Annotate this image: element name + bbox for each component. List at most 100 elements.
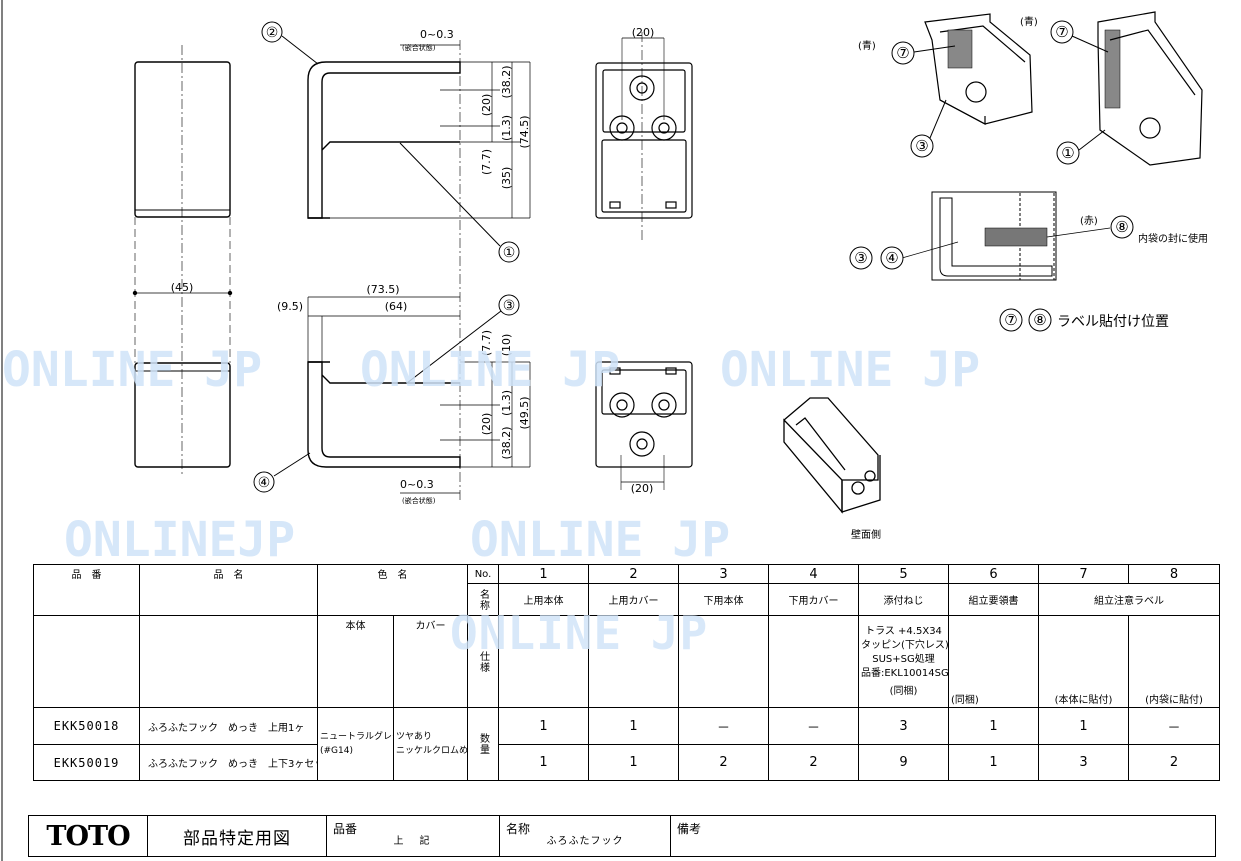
row1-code: EKK50018 [33, 707, 140, 745]
balloon-3c: ③ [854, 249, 867, 267]
row2-q6: 1 [948, 744, 1039, 781]
watermark-5: ONLINE JP [470, 512, 730, 568]
dim-38-2a: (38.2) [500, 65, 513, 98]
balloon-2: ② [266, 25, 279, 41]
name-5: 添付ねじ [858, 583, 949, 616]
header-row-numbers: 品 番 品 名 色 名 No. 1 2 3 4 5 6 7 8 [33, 564, 1220, 616]
header-no: No. [467, 564, 499, 584]
row2-q5: 9 [858, 744, 949, 781]
table-row: EKK50019 ふろふたフック めっき 上下3ヶセット 1 1 2 2 9 1… [33, 744, 1220, 781]
color-body: ニュートラルグレー (#G14) [317, 707, 394, 781]
drawing-title: 部品特定用図 [148, 816, 327, 856]
row1-q4: － [768, 707, 859, 745]
row2-name: ふろふたフック めっき 上下3ヶセット [139, 744, 318, 781]
watermark-4: ONLINEJP [64, 512, 295, 568]
col-6: 6 [948, 564, 1039, 584]
header-suryo: 数量 [467, 707, 499, 781]
label-view-left [924, 13, 1033, 125]
dim-7-7a: (7.7) [480, 149, 493, 175]
name-4: 下用カバー [768, 583, 859, 616]
dim-38-2b: (38.2) [500, 426, 513, 459]
screw-doukon: (同梱) [889, 685, 918, 697]
color-blue-left: (青) [858, 39, 876, 52]
dim-73-5: (73.5) [366, 283, 399, 296]
col-5: 5 [858, 564, 949, 584]
color-cover: ツヤあり ニッケルクロムめっき [393, 707, 468, 781]
balloon-7c: ⑦ [1004, 311, 1017, 329]
isometric-view [783, 397, 881, 514]
spec-6: (同梱) [948, 615, 1039, 708]
name-3: 下用本体 [678, 583, 769, 616]
front-view [132, 45, 233, 475]
color-red: (赤) [1080, 215, 1098, 227]
watermark-3: ONLINE JP [720, 342, 980, 398]
dims-top-right: (20) (1.3) (38.2) (74.5) (7.7) (35) [480, 65, 531, 189]
parts-table: 品 番 品 名 色 名 No. 1 2 3 4 5 6 7 8 名称 上用本体 … [33, 564, 1220, 781]
balloon-1: ① [503, 245, 516, 261]
row1-name: ふろふたフック めっき 上用1ヶ [139, 707, 318, 745]
screw-line-2: タッピン(下穴レス) [861, 639, 949, 651]
col-7: 7 [1038, 564, 1129, 584]
label-inner-bag: 内袋の封に使用 [1138, 232, 1208, 245]
row1-q5: 3 [858, 707, 949, 745]
rear-view-upper [595, 32, 693, 240]
col-1: 1 [498, 564, 589, 584]
balloon-4: ④ [258, 475, 271, 491]
label-detail [901, 191, 1111, 281]
side-view-upper [307, 40, 531, 500]
screw-line-4: 品番:EKL10014SG [861, 667, 949, 679]
header-hontai: 本体 [317, 615, 394, 708]
dim-49-5: (49.5) [518, 396, 531, 429]
dim-gap-top: 0~0.3 [420, 28, 454, 41]
side-view-lower [307, 296, 531, 494]
header-iromei: 色 名 [317, 564, 468, 616]
screw-line-3: SUS+SG処理 [872, 653, 935, 665]
spec-5: トラス +4.5X34 タッピン(下穴レス) SUS+SG処理 品番:EKL10… [858, 615, 949, 708]
row1-q6: 1 [948, 707, 1039, 745]
screw-line-1: トラス +4.5X34 [865, 625, 942, 637]
row1-q7: 1 [1038, 707, 1129, 745]
spec-8: (内袋に貼付) [1128, 615, 1220, 708]
row2-q1: 1 [498, 744, 589, 781]
hinban-cell: 品番 上 記 [327, 816, 500, 856]
col-8: 8 [1128, 564, 1220, 584]
name-value: ふろふたフック [546, 836, 624, 847]
balloon-8: ⑧ [1115, 218, 1128, 236]
header-shiyo: 仕様 [467, 615, 499, 708]
header-hinmei: 品 名 [139, 564, 318, 616]
name-6: 組立要領書 [948, 583, 1039, 616]
balloons-left [253, 21, 520, 493]
dim-1-3b: (1.3) [500, 390, 513, 416]
balloon-7b: ⑦ [1055, 23, 1068, 41]
spec-3 [678, 615, 769, 708]
balloon-8c: ⑧ [1033, 311, 1046, 329]
title-block: TOTO 部品特定用図 品番 上 記 名称 ふろふたフック 備考 [28, 815, 1216, 857]
dim-9-5: (9.5) [277, 300, 303, 313]
header-cover: カバー [393, 615, 468, 708]
dim-7-7b: (7.7) [480, 330, 493, 356]
biko-cell: 備考 [671, 816, 1215, 856]
hinban-value: 上 記 [393, 836, 433, 847]
col-3: 3 [678, 564, 769, 584]
row2-q3: 2 [678, 744, 769, 781]
dim-20-bottom: (20) [631, 482, 654, 495]
dim-35: (35) [500, 167, 513, 190]
dim-20-top: (20) [632, 26, 655, 39]
row2-q2: 1 [588, 744, 679, 781]
spec-2 [588, 615, 679, 708]
spec-row: 本体 カバー 仕様 トラス +4.5X34 タッピン(下穴レス) SUS+SG処… [33, 615, 1220, 708]
color-cover-line2: ニッケルクロムめっき [396, 746, 468, 756]
biko-label: 備考 [677, 822, 702, 836]
dim-20b: (20) [480, 413, 493, 436]
name-1: 上用本体 [498, 583, 589, 616]
header-meisho: 名称 [467, 583, 499, 616]
color-blue-right: (青) [1020, 15, 1038, 28]
row2-code: EKK50019 [33, 744, 140, 781]
row1-q1: 1 [498, 707, 589, 745]
color-cover-line1: ツヤあり [396, 732, 433, 742]
dim-64: (64) [385, 300, 408, 313]
table-row: EKK50018 ふろふたフック めっき 上用1ヶ ニュートラルグレー (#G1… [33, 707, 1220, 781]
dim-gap-bottom-note: (嵌合状態) [402, 496, 436, 505]
dim-74-5: (74.5) [518, 115, 531, 148]
